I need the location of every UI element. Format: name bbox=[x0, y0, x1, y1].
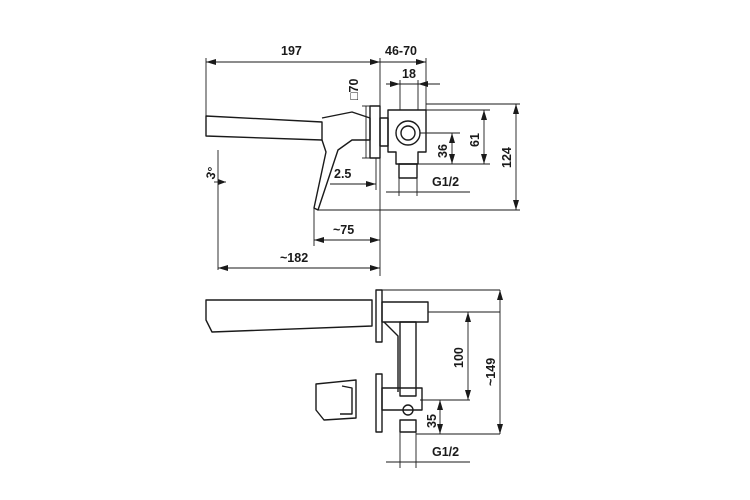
dim-total-length: 197 bbox=[281, 44, 302, 58]
inlet-circle-inner bbox=[400, 125, 416, 141]
lever-side bbox=[315, 379, 357, 421]
outlet-circle bbox=[402, 404, 414, 416]
valve-body bbox=[387, 109, 427, 165]
dim-height: 124 bbox=[500, 147, 514, 168]
dim-vertical-61: 61 bbox=[468, 133, 482, 147]
side-view: 100 ~149 35 G1/2 bbox=[205, 289, 503, 468]
dim-lever-reach: ~75 bbox=[333, 223, 354, 237]
dim-plate-square: □70 bbox=[347, 78, 361, 100]
dim-wall-range: 46-70 bbox=[385, 44, 417, 58]
dim-rotation: 3° bbox=[203, 166, 220, 181]
dim-spout-reach: ~182 bbox=[280, 251, 308, 265]
lower-nipple bbox=[399, 419, 417, 433]
spout-outline bbox=[205, 115, 323, 141]
dim-plate-gap: 2.5 bbox=[334, 167, 351, 181]
dim-thread-bottom: G1/2 bbox=[432, 445, 459, 459]
upper-wall-plate bbox=[375, 289, 383, 343]
lower-body bbox=[381, 387, 423, 411]
dim-pipe-offset: 18 bbox=[402, 67, 416, 81]
mount-bar-column bbox=[399, 321, 417, 397]
dim-thread-offset: 35 bbox=[425, 414, 439, 428]
top-view: 197 46-70 18 □70 36 61 1 bbox=[203, 44, 520, 276]
lever-handle bbox=[313, 111, 371, 211]
plate-collar bbox=[379, 117, 389, 147]
dim-total-height: ~149 bbox=[484, 358, 498, 386]
lower-wall-plate bbox=[375, 373, 383, 433]
mount-bar-joint bbox=[383, 321, 399, 392]
lever-inner bbox=[340, 385, 353, 415]
spout-side bbox=[205, 299, 373, 333]
dim-center-distance: 100 bbox=[452, 347, 466, 368]
wall-plate bbox=[369, 105, 381, 159]
mount-bar-upper bbox=[381, 301, 429, 323]
dim-thread-top: G1/2 bbox=[432, 175, 459, 189]
dim-vertical-36: 36 bbox=[436, 144, 450, 158]
inlet-circle-outer bbox=[395, 120, 421, 146]
inlet-nipple bbox=[398, 163, 418, 179]
